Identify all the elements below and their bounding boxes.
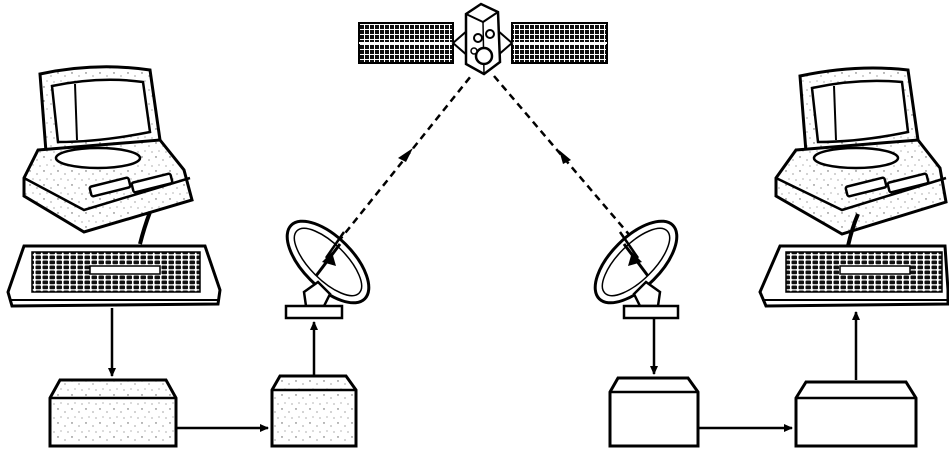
receiver-right-box-icon [610, 378, 698, 446]
computer-terminal-left [8, 67, 220, 306]
downlink-beam [494, 76, 632, 238]
transmitter-left-box-icon [272, 376, 356, 446]
uplink-beam [338, 76, 471, 242]
computer-terminal-right [760, 68, 948, 306]
modem-left-box-icon [50, 380, 176, 446]
modem-right-box-icon [796, 382, 916, 446]
satellite-icon [359, 4, 607, 74]
satellite-dish-right-icon [582, 208, 691, 318]
satellite-dish-left-icon [274, 208, 383, 318]
